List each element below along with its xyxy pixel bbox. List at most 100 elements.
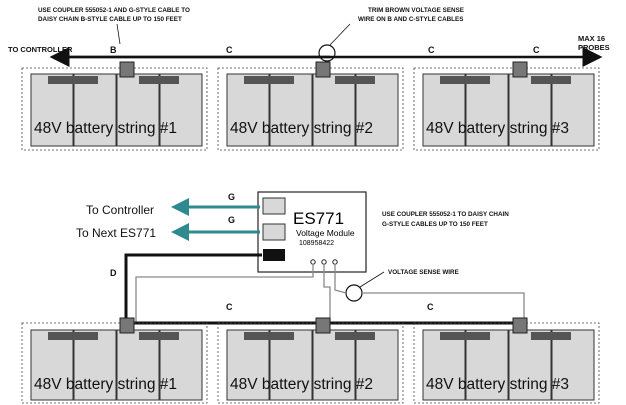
top-trim-leader — [329, 23, 351, 46]
battery-cell — [73, 329, 117, 401]
battery-cell — [226, 329, 270, 401]
battery-cell — [422, 73, 466, 147]
cable-label-g1: G — [228, 192, 235, 202]
battery-cell — [355, 329, 399, 401]
battery-cell — [159, 329, 203, 401]
battery-cell — [226, 73, 270, 147]
battery-cell — [422, 329, 466, 401]
cable-label-c2: C — [427, 302, 434, 312]
top-cable-label-c1: C — [226, 45, 233, 55]
es771-module: ES771 Voltage Module 108958422 — [257, 191, 367, 273]
battery-cell — [312, 73, 356, 147]
battery-cell — [73, 73, 117, 147]
cable-label-g2: G — [228, 215, 235, 225]
sense-wire-1 — [135, 264, 314, 324]
sense-wire-3b — [362, 292, 525, 324]
probe-connector — [512, 61, 528, 78]
busbar — [531, 332, 571, 340]
bottom-coupler-note-line1: USE COUPLER 555052-1 TO DAISY CHAIN — [382, 211, 509, 218]
string-boundary — [413, 67, 600, 151]
bottom-string-1: 48V battery string #1 — [21, 317, 208, 404]
battery-cell — [30, 73, 74, 147]
busbar — [48, 76, 98, 84]
voltage-sense-circle — [345, 284, 363, 302]
busbar — [335, 332, 375, 340]
battery-cell — [30, 329, 74, 401]
d-cable — [124, 253, 262, 323]
busbar — [139, 76, 179, 84]
busbar — [48, 332, 98, 340]
module-part-number: 108958422 — [299, 240, 334, 247]
busbar — [244, 332, 294, 340]
battery-cell — [269, 329, 313, 401]
busbar — [440, 76, 490, 84]
top-coupler-note-line2: DAISY CHAIN B-STYLE CABLE UP TO 150 FEET — [38, 16, 182, 23]
sense-terminal — [310, 259, 316, 265]
probe-connector — [119, 317, 135, 334]
probe-connector — [119, 61, 135, 78]
top-coupler-note-line1: USE COUPLER 555052-1 AND G-STYLE CABLE T… — [38, 7, 190, 14]
battery-cell — [159, 73, 203, 147]
battery-cell — [551, 73, 595, 147]
top-trim-circle — [318, 44, 336, 62]
string-label: 48V battery string #1 — [34, 120, 177, 137]
busbar — [335, 76, 375, 84]
probe-connector — [512, 317, 528, 334]
sense-wire-2 — [323, 264, 331, 324]
sense-terminal — [332, 259, 338, 265]
bottom-string-3: 48V battery string #3 — [413, 317, 600, 404]
top-trim-note-line2: WIRE ON B AND C-STYLE CABLES — [358, 16, 463, 23]
string-label: 48V battery string #2 — [230, 376, 373, 393]
voltage-sense-leader — [359, 271, 385, 288]
sense-wire-3a — [334, 264, 347, 294]
top-cable-label-c2: C — [428, 45, 435, 55]
string-boundary — [413, 322, 600, 404]
string-boundary — [217, 322, 404, 404]
voltage-sense-label: VOLTAGE SENSE WIRE — [388, 269, 459, 276]
top-max-probes-line1: MAX 16 — [578, 34, 605, 43]
string-boundary — [217, 67, 404, 151]
string-boundary — [21, 67, 208, 151]
busbar — [139, 332, 179, 340]
top-string-1: 48V battery string #1 — [21, 61, 208, 151]
top-string-3: 48V battery string #3 — [413, 61, 600, 151]
module-subtitle: Voltage Module — [296, 228, 355, 238]
to-controller-label: To Controller — [86, 203, 154, 217]
string-boundary — [21, 322, 208, 404]
busbar — [244, 76, 294, 84]
module-port-black — [263, 249, 285, 261]
top-coupler-leader — [116, 23, 121, 45]
top-to-controller: TO CONTROLLER — [8, 45, 73, 54]
cable-label-c1: C — [226, 302, 233, 312]
top-diagram: USE COUPLER 555052-1 AND G-STYLE CABLE T… — [8, 7, 610, 151]
string-label: 48V battery string #3 — [426, 120, 569, 137]
sense-terminal — [321, 259, 327, 265]
to-next-label: To Next ES771 — [76, 226, 156, 240]
top-trim-note-line1: TRIM BROWN VOLTAGE SENSE — [368, 7, 464, 14]
battery-cell — [508, 73, 552, 147]
probe-connector — [315, 317, 331, 334]
bottom-coupler-note-line2: G-STYLE CABLES UP TO 150 FEET — [382, 221, 488, 228]
battery-cell — [116, 329, 160, 401]
busbar — [440, 332, 490, 340]
battery-cell — [465, 73, 509, 147]
module-port — [262, 197, 286, 215]
bottom-string-2: 48V battery string #2 — [217, 317, 404, 404]
battery-cell — [508, 329, 552, 401]
probe-connector — [315, 61, 331, 78]
string-label: 48V battery string #3 — [426, 376, 569, 393]
string-label: 48V battery string #2 — [230, 120, 373, 137]
battery-cell — [551, 329, 595, 401]
busbar — [531, 76, 571, 84]
cable-label-d: D — [110, 268, 117, 278]
top-cable-label-c3: C — [533, 45, 540, 55]
battery-cell — [269, 73, 313, 147]
top-string-2: 48V battery string #2 — [217, 61, 404, 151]
battery-cell — [116, 73, 160, 147]
battery-cell — [355, 73, 399, 147]
battery-cell — [312, 329, 356, 401]
bottom-diagram: ES771 Voltage Module 108958422 G G To Co… — [21, 191, 600, 404]
top-max-probes-line2: PROBES — [578, 43, 610, 52]
battery-cell — [465, 329, 509, 401]
module-name: ES771 — [293, 209, 344, 228]
